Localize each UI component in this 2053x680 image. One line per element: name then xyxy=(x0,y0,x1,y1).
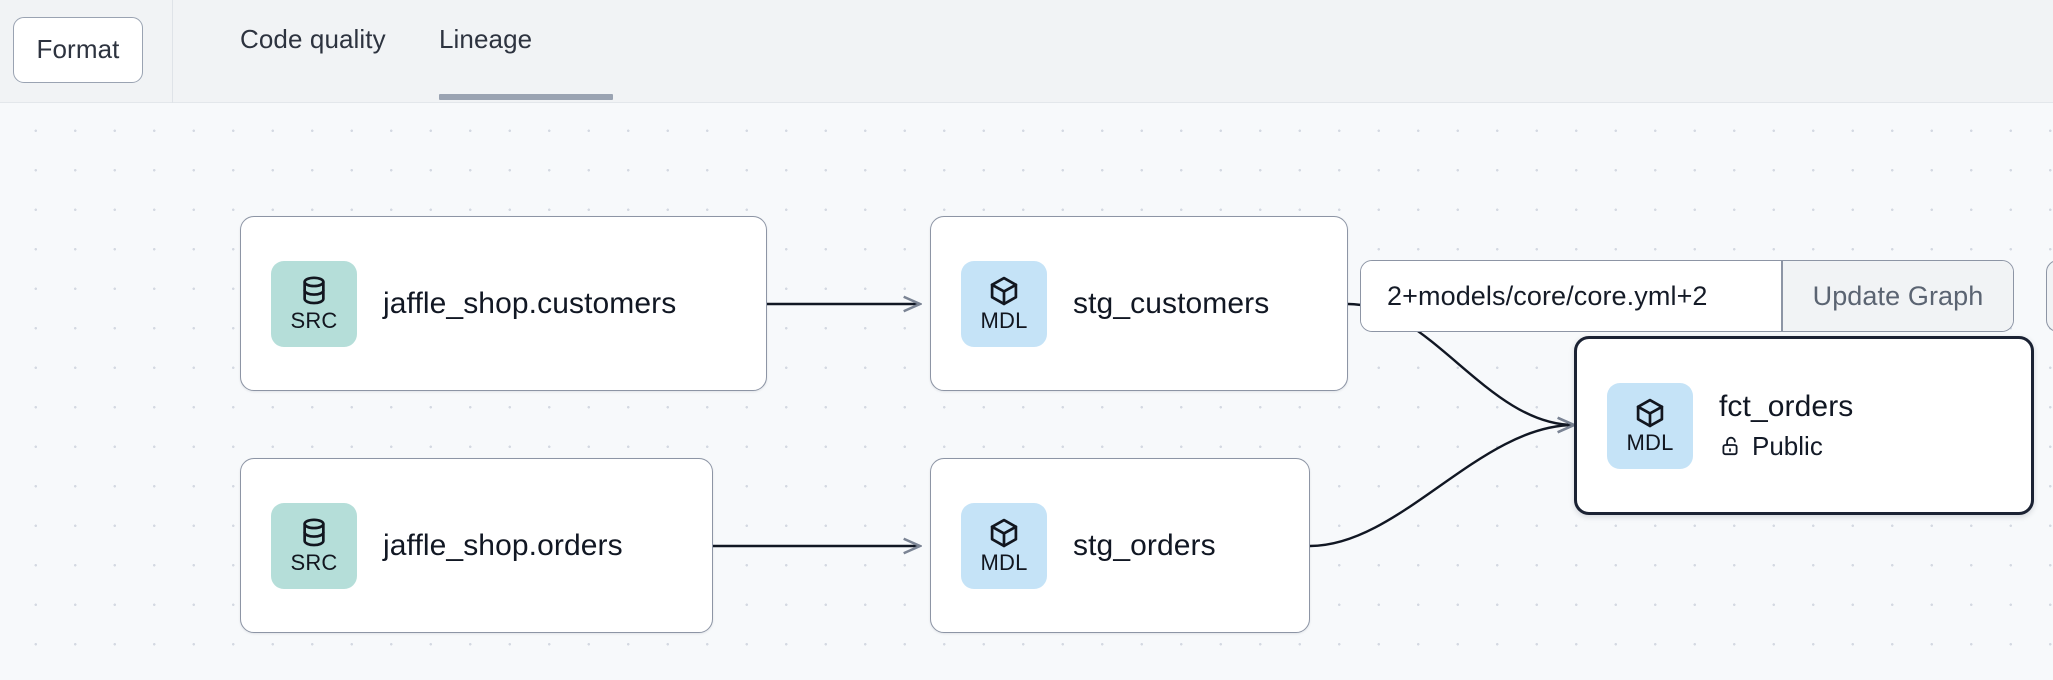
node-body: jaffle_shop.customers xyxy=(383,287,676,321)
node-body: stg_orders xyxy=(1073,529,1216,563)
tab-active-indicator xyxy=(439,94,613,100)
tab-code-quality[interactable]: Code quality xyxy=(240,24,386,54)
node-title: jaffle_shop.customers xyxy=(383,286,677,320)
unlock-icon xyxy=(1722,436,1738,456)
lineage-node-jaffle-shop-orders[interactable]: SRC jaffle_shop.orders xyxy=(240,458,713,633)
lineage-node-fct-orders[interactable]: MDL fct_orders Public xyxy=(1574,336,2034,515)
update-graph-button[interactable]: Update Graph xyxy=(1782,261,2014,331)
header-divider xyxy=(172,0,173,103)
edge-stgorders-to-fct xyxy=(1309,425,1574,548)
badge-mdl: MDL xyxy=(961,502,1047,589)
node-body: jaffle_shop.orders xyxy=(383,529,623,563)
database-icon xyxy=(303,276,325,305)
node-title: stg_customers xyxy=(1073,286,1270,320)
badge-label: SRC xyxy=(290,550,338,575)
lineage-node-stg-customers[interactable]: MDL stg_customers xyxy=(930,216,1348,391)
canvas-control-partial[interactable] xyxy=(2046,260,2053,332)
badge-label: MDL xyxy=(980,550,1028,575)
lineage-node-jaffle-shop-customers[interactable]: SRC jaffle_shop.customers xyxy=(240,216,767,391)
badge-label: MDL xyxy=(1626,430,1674,455)
badge-label: SRC xyxy=(290,308,338,333)
database-icon xyxy=(303,518,325,547)
node-title: fct_orders xyxy=(1719,389,1854,423)
node-title: stg_orders xyxy=(1073,528,1216,562)
node-title: jaffle_shop.orders xyxy=(383,528,623,562)
selector-divider xyxy=(1781,261,1783,331)
node-visibility-label: Public xyxy=(1752,430,1823,461)
badge-src: SRC xyxy=(271,260,357,347)
cube-icon xyxy=(990,518,1018,548)
node-body: stg_customers xyxy=(1073,287,1269,321)
badge-src: SRC xyxy=(271,502,357,589)
lineage-canvas[interactable]: SRC jaffle_shop.customers SRC jaffle_sho… xyxy=(0,103,2053,680)
node-selector-input[interactable] xyxy=(1361,261,1781,331)
cube-icon xyxy=(1636,398,1664,428)
node-visibility: Public xyxy=(1719,431,1853,462)
badge-label: MDL xyxy=(980,308,1028,333)
format-button[interactable]: Format xyxy=(13,17,143,83)
lineage-node-stg-orders[interactable]: MDL stg_orders xyxy=(930,458,1310,633)
tab-lineage[interactable]: Lineage xyxy=(439,24,533,54)
node-selector-bar: Update Graph xyxy=(1360,260,2015,332)
badge-mdl: MDL xyxy=(1607,382,1693,469)
badge-mdl: MDL xyxy=(961,260,1047,347)
cube-icon xyxy=(990,276,1018,306)
toolbar-header: Format Code quality Lineage xyxy=(0,0,2053,103)
node-body: fct_orders Public xyxy=(1719,390,1853,462)
